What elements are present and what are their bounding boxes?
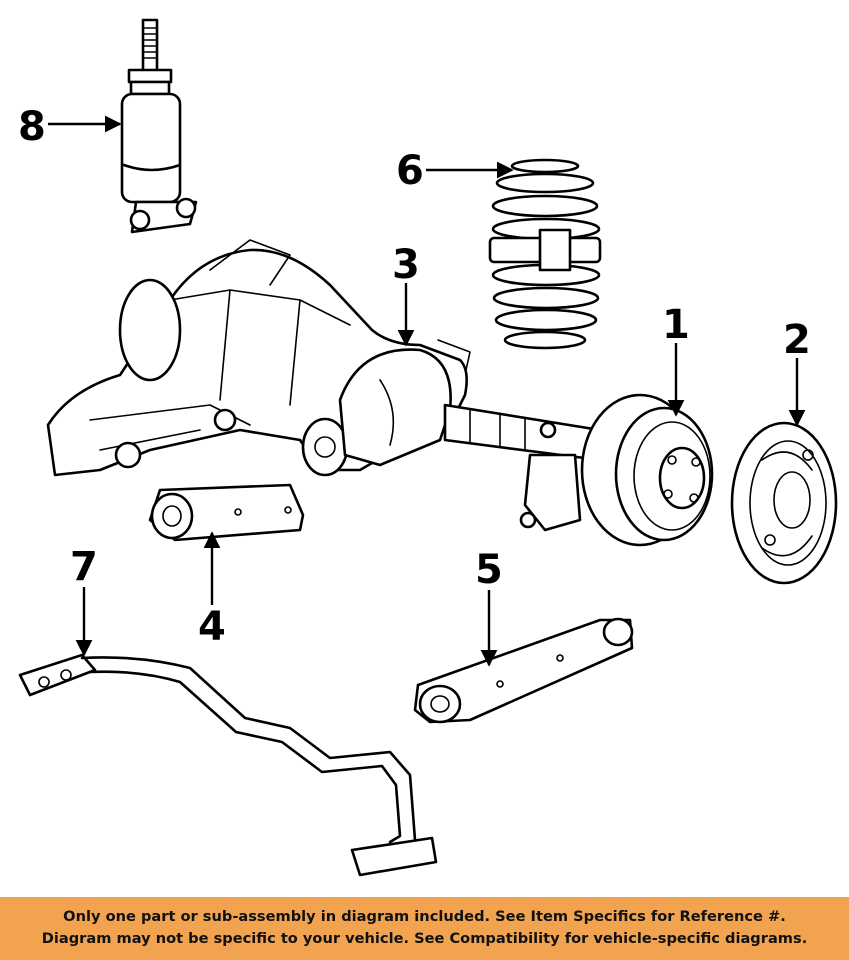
brake-drum-part (580, 393, 714, 547)
callout-label-8: 8 (18, 104, 46, 150)
callout-7: 7 (70, 544, 98, 657)
callout-4: 4 (198, 531, 226, 650)
callout-label-1: 1 (662, 302, 690, 348)
callout-label-6: 6 (396, 148, 424, 194)
callout-6: 6 (396, 148, 514, 194)
lower-control-arm-part (413, 617, 634, 724)
shock-absorber-part (120, 18, 198, 234)
stabilizer-bar-part (18, 653, 438, 877)
parts-diagram: 1 2 3 4 5 6 7 8 (18, 18, 838, 877)
callout-label-5: 5 (475, 547, 503, 593)
callout-3: 3 (392, 242, 420, 347)
callout-label-7: 7 (70, 544, 98, 590)
backing-plate-part (730, 421, 838, 585)
coil-spring-part (488, 158, 602, 350)
disclaimer-line-1: Only one part or sub-assembly in diagram… (63, 908, 786, 925)
disclaimer-line-2: Diagram may not be specific to your vehi… (41, 930, 808, 947)
upper-control-arm-part (148, 483, 305, 542)
callout-5: 5 (475, 547, 503, 667)
callout-label-3: 3 (392, 242, 420, 288)
disclaimer-banner: Only one part or sub-assembly in diagram… (0, 897, 849, 960)
callout-label-4: 4 (198, 604, 226, 650)
axle-housing-part (46, 239, 602, 532)
callout-2: 2 (783, 317, 811, 427)
callout-label-2: 2 (783, 317, 811, 363)
callout-8: 8 (18, 104, 122, 150)
callout-1: 1 (662, 302, 690, 417)
